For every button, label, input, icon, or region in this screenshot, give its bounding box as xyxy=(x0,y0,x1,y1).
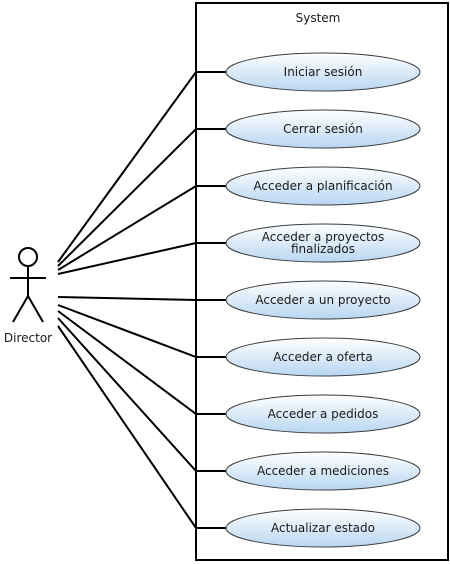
use-case-label: Acceder a pedidos xyxy=(268,407,379,421)
use-case[interactable]: Acceder a pedidos xyxy=(225,394,421,434)
use-case[interactable]: Acceder a un proyecto xyxy=(225,280,421,320)
use-case-ellipse xyxy=(225,223,421,263)
association-line xyxy=(57,325,226,529)
use-case-label: finalizados xyxy=(291,242,355,256)
use-case-label: Acceder a oferta xyxy=(273,350,372,364)
use-case-ellipse xyxy=(225,109,421,149)
use-case-ellipse xyxy=(225,337,421,377)
use-case[interactable]: Acceder a oferta xyxy=(225,337,421,377)
association-line xyxy=(57,185,226,271)
use-case-ellipse xyxy=(225,52,421,92)
system-title: System xyxy=(296,11,341,25)
use-case[interactable]: Acceder a mediciones xyxy=(225,451,421,491)
use-case-label: Acceder a mediciones xyxy=(257,464,389,478)
association-line xyxy=(57,304,226,358)
use-case-label: Acceder a proyectos xyxy=(262,230,385,244)
association-line xyxy=(57,242,226,275)
association-line xyxy=(57,317,226,472)
use-case[interactable]: Iniciar sesión xyxy=(225,52,421,92)
use-case[interactable]: Actualizar estado xyxy=(225,508,421,548)
use-case-label: Cerrar sesión xyxy=(283,122,363,136)
use-case-ellipse xyxy=(225,394,421,434)
use-case-label: Iniciar sesión xyxy=(284,65,363,79)
use-case-label: Acceder a planificación xyxy=(253,179,392,193)
use-case-ellipse xyxy=(225,166,421,206)
actor-name: Director xyxy=(4,331,52,345)
use-case-ellipse xyxy=(225,280,421,320)
actor-left-leg xyxy=(12,295,29,323)
actor-director[interactable]: Director xyxy=(4,247,52,345)
association-line xyxy=(57,71,226,263)
use-case-ellipse xyxy=(225,508,421,548)
use-case-label: Acceder a un proyecto xyxy=(255,293,390,307)
actor-right-leg xyxy=(27,295,44,323)
use-case[interactable]: Cerrar sesión xyxy=(225,109,421,149)
association-line xyxy=(57,296,226,301)
association-line xyxy=(57,310,226,415)
actor-head xyxy=(18,247,38,267)
use-case[interactable]: Acceder a planificación xyxy=(225,166,421,206)
use-case-label: Actualizar estado xyxy=(271,521,375,535)
association-line xyxy=(57,128,226,267)
association-lines xyxy=(57,71,226,529)
use-case-ellipse xyxy=(225,451,421,491)
